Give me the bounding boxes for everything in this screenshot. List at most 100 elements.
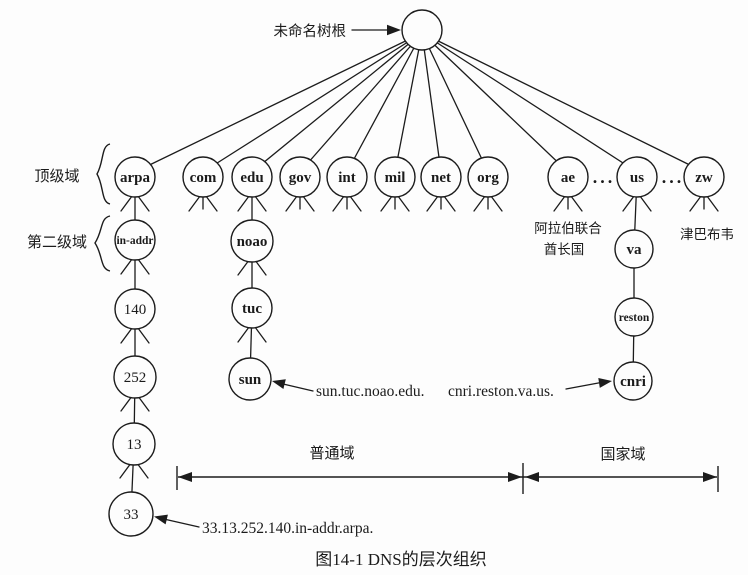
- edge-root-net: [421, 32, 442, 173]
- node-circle: [374, 156, 416, 198]
- node-label: noao: [237, 234, 268, 250]
- node-label: org: [477, 170, 499, 186]
- second-level-label: 第二级域: [27, 233, 87, 251]
- node-circle: [108, 491, 154, 537]
- edge-root-ae: [421, 32, 569, 173]
- sun-arrow-line: [280, 382, 314, 392]
- span-arrowhead-left-out: [178, 472, 192, 482]
- node-edu: edu: [231, 156, 273, 198]
- zimbabwe-label: 津巴布韦: [680, 227, 734, 242]
- sun-arrowhead: [272, 379, 286, 389]
- node-ae: ae: [547, 156, 589, 198]
- node-cnri: cnri: [613, 361, 653, 401]
- node-circle: [228, 357, 272, 401]
- node-circle: [420, 156, 462, 198]
- cnri-fqdn-label: cnri.reston.va.us.: [448, 383, 554, 400]
- node-label: us: [630, 170, 644, 186]
- inaddr-arrow-line: [165, 518, 200, 528]
- node-circle: [616, 156, 658, 198]
- node-label: mil: [385, 170, 406, 186]
- nodes: arpa com edu gov int mil net org: [108, 9, 725, 537]
- domain-span-arrows: 普通域 国家域: [176, 445, 719, 494]
- node-label: va: [627, 242, 643, 258]
- node-circle: [114, 156, 156, 198]
- node-label: ae: [561, 170, 576, 186]
- node-tuc: tuc: [231, 287, 273, 329]
- node-net: net: [420, 156, 462, 198]
- node-zw: zw: [683, 156, 725, 198]
- node-arpa: arpa: [114, 156, 156, 198]
- node-int: int: [326, 156, 368, 198]
- node-label: 13: [127, 437, 142, 453]
- node-13: 13: [112, 422, 156, 466]
- children-fans: [119, 191, 719, 479]
- node-circle: [547, 156, 589, 198]
- node-in-addr: in-addr: [114, 219, 156, 261]
- node-circle: [683, 156, 725, 198]
- node-va: va: [614, 229, 654, 269]
- node-circle: [613, 361, 653, 401]
- node-mil: mil: [374, 156, 416, 198]
- span-arrowhead-center-left: [508, 472, 522, 482]
- second-level-brace: [94, 215, 111, 272]
- node-label: reston: [619, 312, 650, 324]
- country-annotations: 阿拉伯联合 酋长国 津巴布韦: [534, 221, 734, 257]
- node-root: [401, 9, 443, 51]
- top-level-brace: [96, 143, 111, 205]
- ellipsis-ae-us: ...: [593, 167, 616, 187]
- node-com: com: [182, 156, 224, 198]
- root-pointer: 未命名树根: [274, 22, 401, 40]
- node-circle: [182, 156, 224, 198]
- cnri-arrow-line: [565, 381, 602, 390]
- fqdn-callouts: sun.tuc.noao.edu. cnri.reston.va.us. 33.…: [154, 378, 612, 537]
- edge-root-edu: [251, 32, 423, 173]
- node-label: sun: [239, 372, 262, 388]
- edge-root-zw: [421, 32, 705, 173]
- node-circle: [231, 156, 273, 198]
- node-circle: [231, 287, 273, 329]
- node-circle: [114, 288, 156, 330]
- node-sun: sun: [228, 357, 272, 401]
- node-circle: [614, 229, 654, 269]
- inaddr-fqdn-label: 33.13.252.140.in-addr.arpa.: [202, 520, 373, 537]
- node-label: zw: [695, 170, 713, 186]
- node-reston: reston: [614, 297, 654, 337]
- sun-fqdn-label: sun.tuc.noao.edu.: [316, 383, 424, 400]
- node-label: 252: [124, 370, 147, 386]
- uae-label-line1: 阿拉伯联合: [534, 221, 602, 236]
- node-140: 140: [114, 288, 156, 330]
- node-us: us: [616, 156, 658, 198]
- node-circle: [112, 422, 156, 466]
- country-domains-label: 国家域: [600, 446, 645, 463]
- node-label: tuc: [242, 301, 262, 317]
- node-circle: [279, 156, 321, 198]
- figure-caption: 图14-1 DNS的层次组织: [315, 550, 486, 569]
- edge-root-arpa: [134, 32, 423, 173]
- level-labels: 顶级域 第二级域: [27, 143, 111, 272]
- node-label: 140: [124, 302, 147, 318]
- edge-root-mil: [394, 32, 423, 173]
- node-circle: [614, 297, 654, 337]
- node-circle: [114, 219, 156, 261]
- node-label: gov: [289, 170, 312, 186]
- node-label: edu: [240, 170, 263, 186]
- inaddr-arrowhead: [154, 514, 168, 525]
- root-fan-edges: [134, 32, 705, 173]
- node-circle: [230, 219, 274, 263]
- uae-label-line2: 酋长国: [544, 241, 585, 257]
- top-level-label: 顶级域: [34, 168, 79, 185]
- node-label: net: [431, 170, 451, 186]
- edge-root-gov: [299, 32, 423, 173]
- root-pointer-arrowhead: [387, 24, 401, 36]
- edge-root-org: [421, 32, 489, 173]
- node-label: in-addr: [116, 235, 153, 247]
- node-circle: [113, 355, 157, 399]
- edge-root-us: [421, 32, 638, 173]
- node-noao: noao: [230, 219, 274, 263]
- edge-root-com: [202, 32, 423, 173]
- node-label: 33: [124, 507, 139, 523]
- node-org: org: [467, 156, 509, 198]
- node-33: 33: [108, 491, 154, 537]
